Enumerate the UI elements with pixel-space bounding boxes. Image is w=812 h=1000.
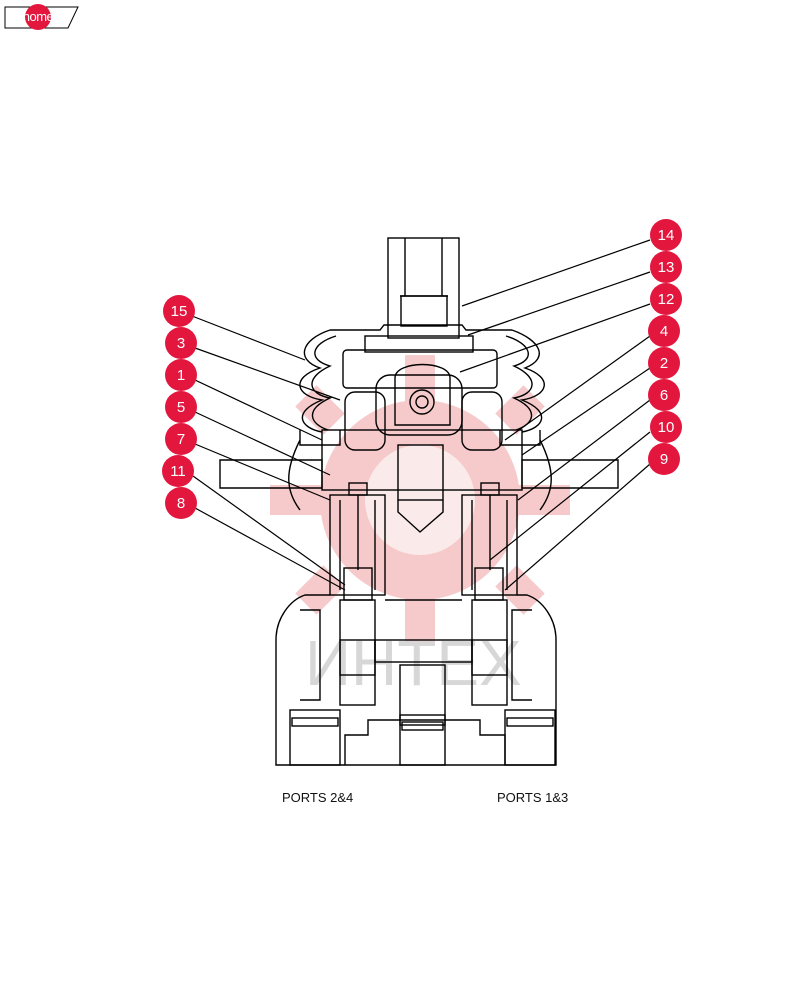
home-tab-shape — [4, 4, 79, 30]
callout-6[interactable]: 6 — [648, 379, 680, 411]
callout-7[interactable]: 7 — [165, 423, 197, 455]
callout-12[interactable]: 12 — [650, 283, 682, 315]
callout-3[interactable]: 3 — [165, 327, 197, 359]
callout-15[interactable]: 15 — [163, 295, 195, 327]
callout-4[interactable]: 4 — [648, 315, 680, 347]
callout-1[interactable]: 1 — [165, 359, 197, 391]
ports-2-4-label: PORTS 2&4 — [282, 790, 353, 805]
ports-1-3-label: PORTS 1&3 — [497, 790, 568, 805]
callout-2-label: 2 — [660, 355, 668, 372]
callout-11-label: 11 — [170, 463, 186, 480]
watermark-text: ИНТЕХ — [305, 627, 522, 699]
callout-8[interactable]: 8 — [165, 487, 197, 519]
callout-9-label: 9 — [660, 451, 668, 468]
callout-9[interactable]: 9 — [648, 443, 680, 475]
home-label: home — [22, 9, 54, 24]
callout-5[interactable]: 5 — [165, 391, 197, 423]
callout-2[interactable]: 2 — [648, 347, 680, 379]
callout-13[interactable]: 13 — [650, 251, 682, 283]
callout-11[interactable]: 11 — [162, 455, 194, 487]
home-badge — [25, 4, 51, 30]
callout-15-label: 15 — [171, 303, 188, 320]
callout-1-label: 1 — [177, 367, 185, 384]
leader-lines — [191, 239, 651, 591]
home-button[interactable]: home — [4, 4, 80, 30]
callout-10[interactable]: 10 — [650, 411, 682, 443]
callout-8-label: 8 — [177, 495, 185, 512]
callout-3-label: 3 — [177, 335, 185, 352]
callout-10-label: 10 — [658, 419, 675, 436]
callout-6-label: 6 — [660, 387, 668, 404]
callout-4-label: 4 — [660, 323, 668, 340]
callout-7-label: 7 — [177, 431, 185, 448]
callout-14-label: 14 — [658, 227, 675, 244]
callout-5-label: 5 — [177, 399, 185, 416]
callout-14[interactable]: 14 — [650, 219, 682, 251]
valve-drawing — [219, 237, 619, 766]
callout-12-label: 12 — [658, 291, 675, 308]
callout-13-label: 13 — [658, 259, 675, 276]
